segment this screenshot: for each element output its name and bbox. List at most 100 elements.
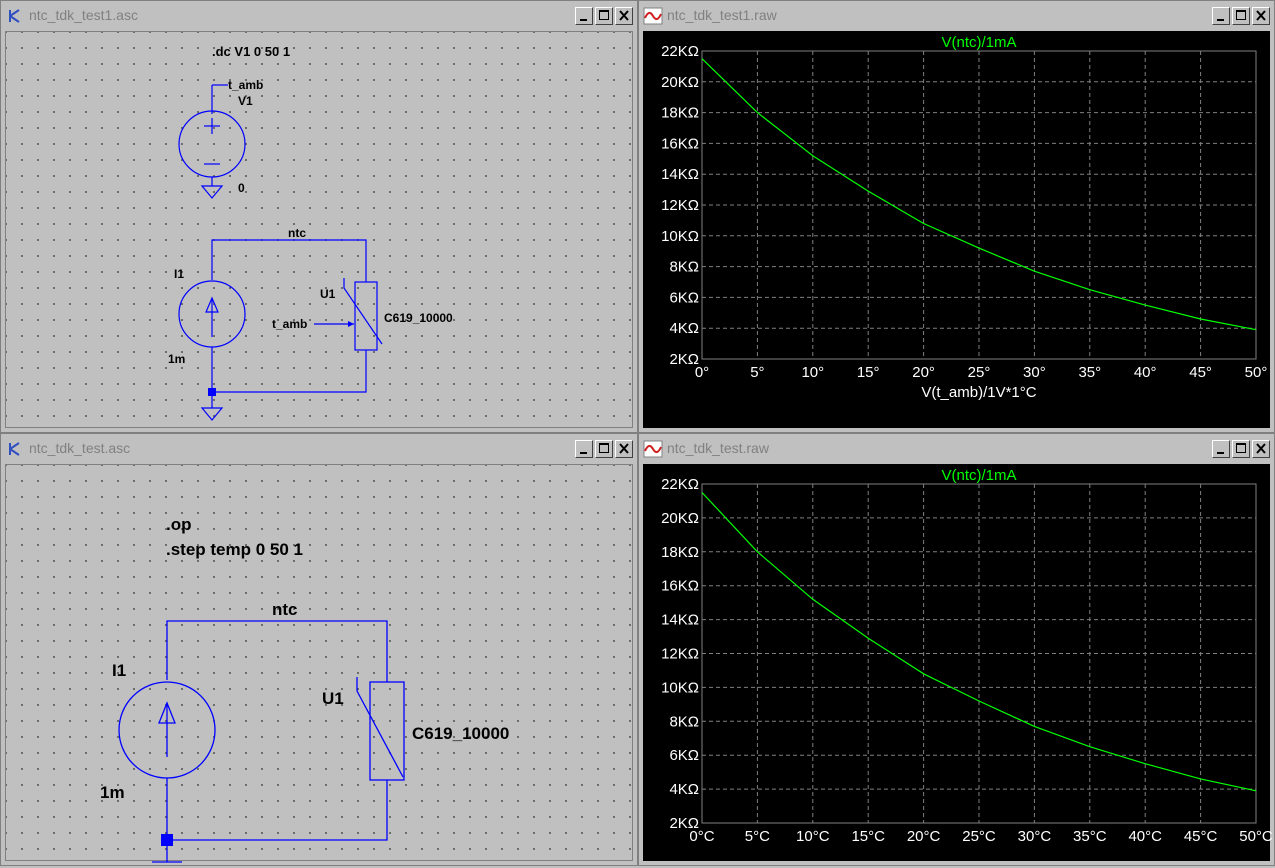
maximize-button[interactable] bbox=[1232, 440, 1250, 458]
schematic-canvas[interactable]: .op .step temp 0 50 1 ntc I1 1m U1 C619_… bbox=[5, 464, 633, 863]
y-tick-label: 16KΩ bbox=[661, 578, 699, 595]
maximize-button[interactable] bbox=[1232, 7, 1250, 25]
x-tick-label: 15° bbox=[857, 364, 880, 381]
component-name: U1 bbox=[320, 287, 336, 301]
x-tick-label: 45°C bbox=[1184, 828, 1218, 845]
plot-frame bbox=[701, 50, 1257, 360]
trace-title: V(ntc)/1mA bbox=[941, 467, 1016, 484]
title-bar[interactable]: ntc_tdk_test.raw bbox=[641, 436, 1272, 462]
maximize-button[interactable] bbox=[595, 440, 613, 458]
y-tick-label: 8KΩ bbox=[669, 713, 699, 730]
y-tick-label: 18KΩ bbox=[661, 544, 699, 561]
schematic-window-1[interactable]: ntc_tdk_test1.asc .dc V1 0 50 1 t_amb V1… bbox=[0, 0, 638, 433]
title-bar[interactable]: ntc_tdk_test1.asc bbox=[3, 3, 635, 29]
schematic-drawing: .op .step temp 0 50 1 ntc I1 1m U1 C619_… bbox=[100, 515, 509, 863]
y-tick-label: 10KΩ bbox=[661, 228, 699, 245]
spice-directive: .op bbox=[166, 515, 192, 534]
y-tick-label: 6KΩ bbox=[669, 747, 699, 764]
plot-frame bbox=[701, 483, 1257, 824]
minimize-button[interactable] bbox=[1212, 440, 1230, 458]
component-name: V1 bbox=[238, 94, 253, 108]
component-model: C619_10000 bbox=[412, 724, 509, 743]
spice-directive: .dc V1 0 50 1 bbox=[212, 44, 290, 59]
y-tick-label: 4KΩ bbox=[669, 320, 699, 337]
component-name: I1 bbox=[174, 267, 184, 281]
x-tick-label: 5° bbox=[750, 364, 764, 381]
title-bar[interactable]: ntc_tdk_test.asc bbox=[3, 436, 635, 462]
component-name: U1 bbox=[322, 689, 344, 708]
waveform-chart: 22KΩ20KΩ18KΩ16KΩ14KΩ12KΩ10KΩ8KΩ6KΩ4KΩ2KΩ… bbox=[661, 34, 1268, 401]
waveform-icon bbox=[643, 440, 663, 458]
x-tick-label: 0° bbox=[695, 364, 709, 381]
x-tick-label: 50° bbox=[1245, 364, 1268, 381]
x-tick-label: 20°C bbox=[907, 828, 941, 845]
net-label: t_amb bbox=[228, 78, 263, 92]
trace-title: V(ntc)/1mA bbox=[941, 34, 1016, 51]
y-tick-label: 20KΩ bbox=[661, 74, 699, 91]
x-tick-label: 35°C bbox=[1073, 828, 1107, 845]
title-bar[interactable]: ntc_tdk_test1.raw bbox=[641, 3, 1272, 29]
net-label: t_amb bbox=[272, 317, 307, 331]
component-value: 1m bbox=[168, 352, 185, 366]
x-tick-label: 30°C bbox=[1018, 828, 1052, 845]
x-tick-label: 20° bbox=[912, 364, 935, 381]
x-tick-label: 25°C bbox=[962, 828, 996, 845]
component-model: C619_10000 bbox=[384, 311, 453, 325]
x-tick-label: 40° bbox=[1134, 364, 1157, 381]
close-button[interactable] bbox=[615, 440, 633, 458]
ground-label: 0 bbox=[238, 181, 245, 195]
schematic-window-2[interactable]: ntc_tdk_test.asc .op .step temp 0 50 1 n… bbox=[0, 433, 638, 866]
ground-symbol bbox=[200, 407, 224, 421]
x-tick-label: 30° bbox=[1023, 364, 1046, 381]
y-tick-label: 4KΩ bbox=[669, 781, 699, 798]
x-tick-label: 15°C bbox=[851, 828, 885, 845]
x-tick-label: 10° bbox=[801, 364, 824, 381]
schematic-icon bbox=[9, 442, 20, 456]
y-tick-label: 22KΩ bbox=[661, 476, 699, 493]
x-tick-label: 40°C bbox=[1128, 828, 1162, 845]
maximize-button[interactable] bbox=[595, 7, 613, 25]
minimize-button[interactable] bbox=[575, 440, 593, 458]
schematic-icon bbox=[9, 9, 20, 23]
x-tick-label: 25° bbox=[968, 364, 991, 381]
y-tick-label: 10KΩ bbox=[661, 679, 699, 696]
y-tick-label: 6KΩ bbox=[669, 289, 699, 306]
y-tick-label: 22KΩ bbox=[661, 43, 699, 60]
window-title: ntc_tdk_test.asc bbox=[29, 440, 131, 456]
close-button[interactable] bbox=[1252, 7, 1270, 25]
y-tick-label: 2KΩ bbox=[669, 815, 699, 832]
ntc-symbol bbox=[354, 281, 378, 351]
x-axis-label: V(t_amb)/1V*1°C bbox=[921, 384, 1036, 401]
close-button[interactable] bbox=[1252, 440, 1270, 458]
window-title: ntc_tdk_test1.raw bbox=[667, 7, 777, 23]
x-tick-label: 35° bbox=[1078, 364, 1101, 381]
component-name: I1 bbox=[112, 661, 126, 680]
junction-dot bbox=[161, 834, 173, 846]
x-tick-label: 5°C bbox=[745, 828, 770, 845]
y-tick-label: 12KΩ bbox=[661, 197, 699, 214]
y-tick-label: 20KΩ bbox=[661, 510, 699, 527]
y-tick-label: 14KΩ bbox=[661, 612, 699, 629]
waveform-icon bbox=[643, 7, 663, 25]
y-tick-label: 14KΩ bbox=[661, 166, 699, 183]
minimize-button[interactable] bbox=[1212, 7, 1230, 25]
y-tick-label: 8KΩ bbox=[669, 259, 699, 276]
trace-line bbox=[701, 492, 1257, 792]
window-title: ntc_tdk_test.raw bbox=[667, 440, 769, 456]
minimize-button[interactable] bbox=[575, 7, 593, 25]
x-tick-label: 50°C bbox=[1239, 828, 1272, 845]
waveform-chart: 22KΩ20KΩ18KΩ16KΩ14KΩ12KΩ10KΩ8KΩ6KΩ4KΩ2KΩ… bbox=[661, 467, 1273, 845]
close-button[interactable] bbox=[615, 7, 633, 25]
net-label: ntc bbox=[288, 226, 306, 240]
window-title: ntc_tdk_test1.asc bbox=[29, 7, 138, 23]
y-tick-label: 18KΩ bbox=[661, 105, 699, 122]
schematic-drawing: .dc V1 0 50 1 t_amb V1 0 ntc I1 1m bbox=[168, 44, 453, 421]
x-tick-label: 45° bbox=[1189, 364, 1212, 381]
schematic-canvas[interactable]: .dc V1 0 50 1 t_amb V1 0 ntc I1 1m bbox=[5, 31, 633, 428]
spice-directive: .step temp 0 50 1 bbox=[166, 540, 303, 559]
ntc-symbol bbox=[369, 681, 405, 781]
